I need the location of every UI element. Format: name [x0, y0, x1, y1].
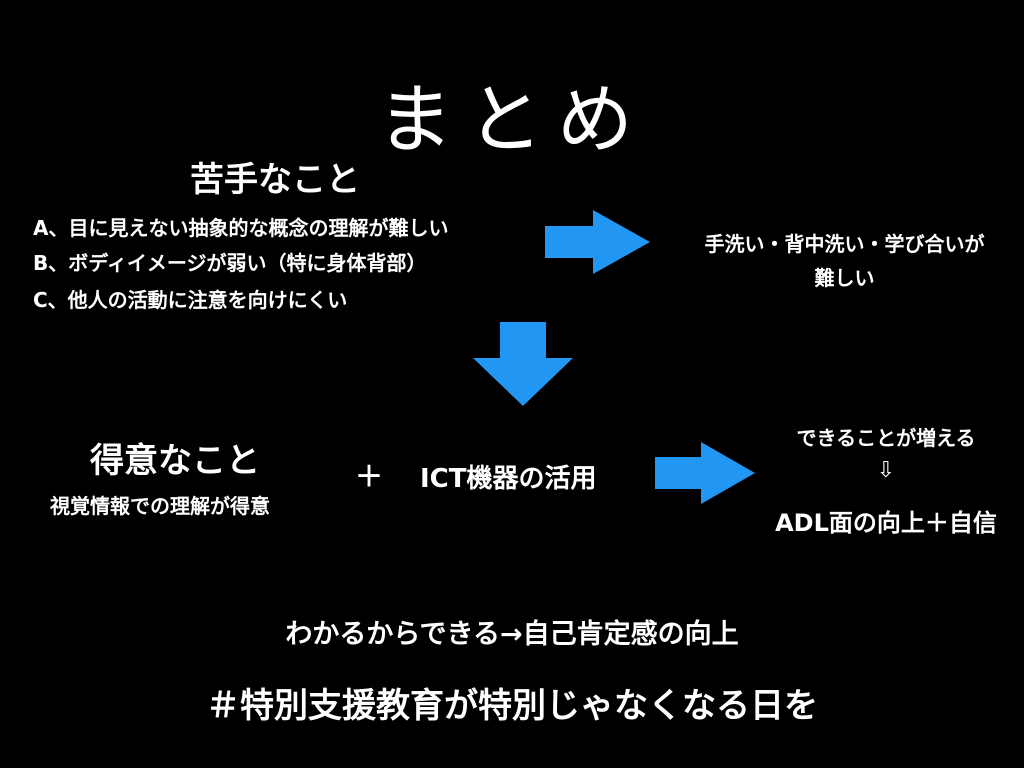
hashtag-text: ＃特別支援教育が特別じゃなくなる日を: [206, 686, 818, 726]
slide-title: まとめ: [377, 75, 647, 164]
weakness-result-line1: 手洗い・背中洗い・学び合いが: [704, 232, 985, 256]
weakness-item-a: A、目に見えない抽象的な概念の理解が難しい: [33, 216, 449, 240]
weakness-result-line2: 難しい: [814, 266, 875, 290]
right-arrow-icon: [545, 210, 650, 274]
weakness-item-c: C、他人の活動に注意を向けにくい: [33, 288, 348, 312]
ict-label: ICT機器の活用: [420, 464, 597, 494]
strength-sub: 視覚情報での理解が得意: [50, 494, 270, 518]
down-outline-arrow-icon: ⇩: [876, 458, 896, 483]
strength-heading: 得意なこと: [90, 441, 260, 481]
plus-sign: ＋: [355, 460, 384, 493]
down-arrow-icon: [473, 322, 573, 406]
weakness-heading: 苦手なこと: [190, 160, 360, 200]
conclusion-text: わかるからできる→自己肯定感の向上: [285, 619, 739, 650]
weakness-item-b: B、ボディイメージが弱い（特に身体背部）: [33, 251, 427, 275]
strength-result-bottom: ADL面の向上＋自信: [775, 509, 997, 537]
right-arrow-icon-2: [655, 442, 755, 504]
strength-result-top: できることが増える: [796, 426, 976, 450]
